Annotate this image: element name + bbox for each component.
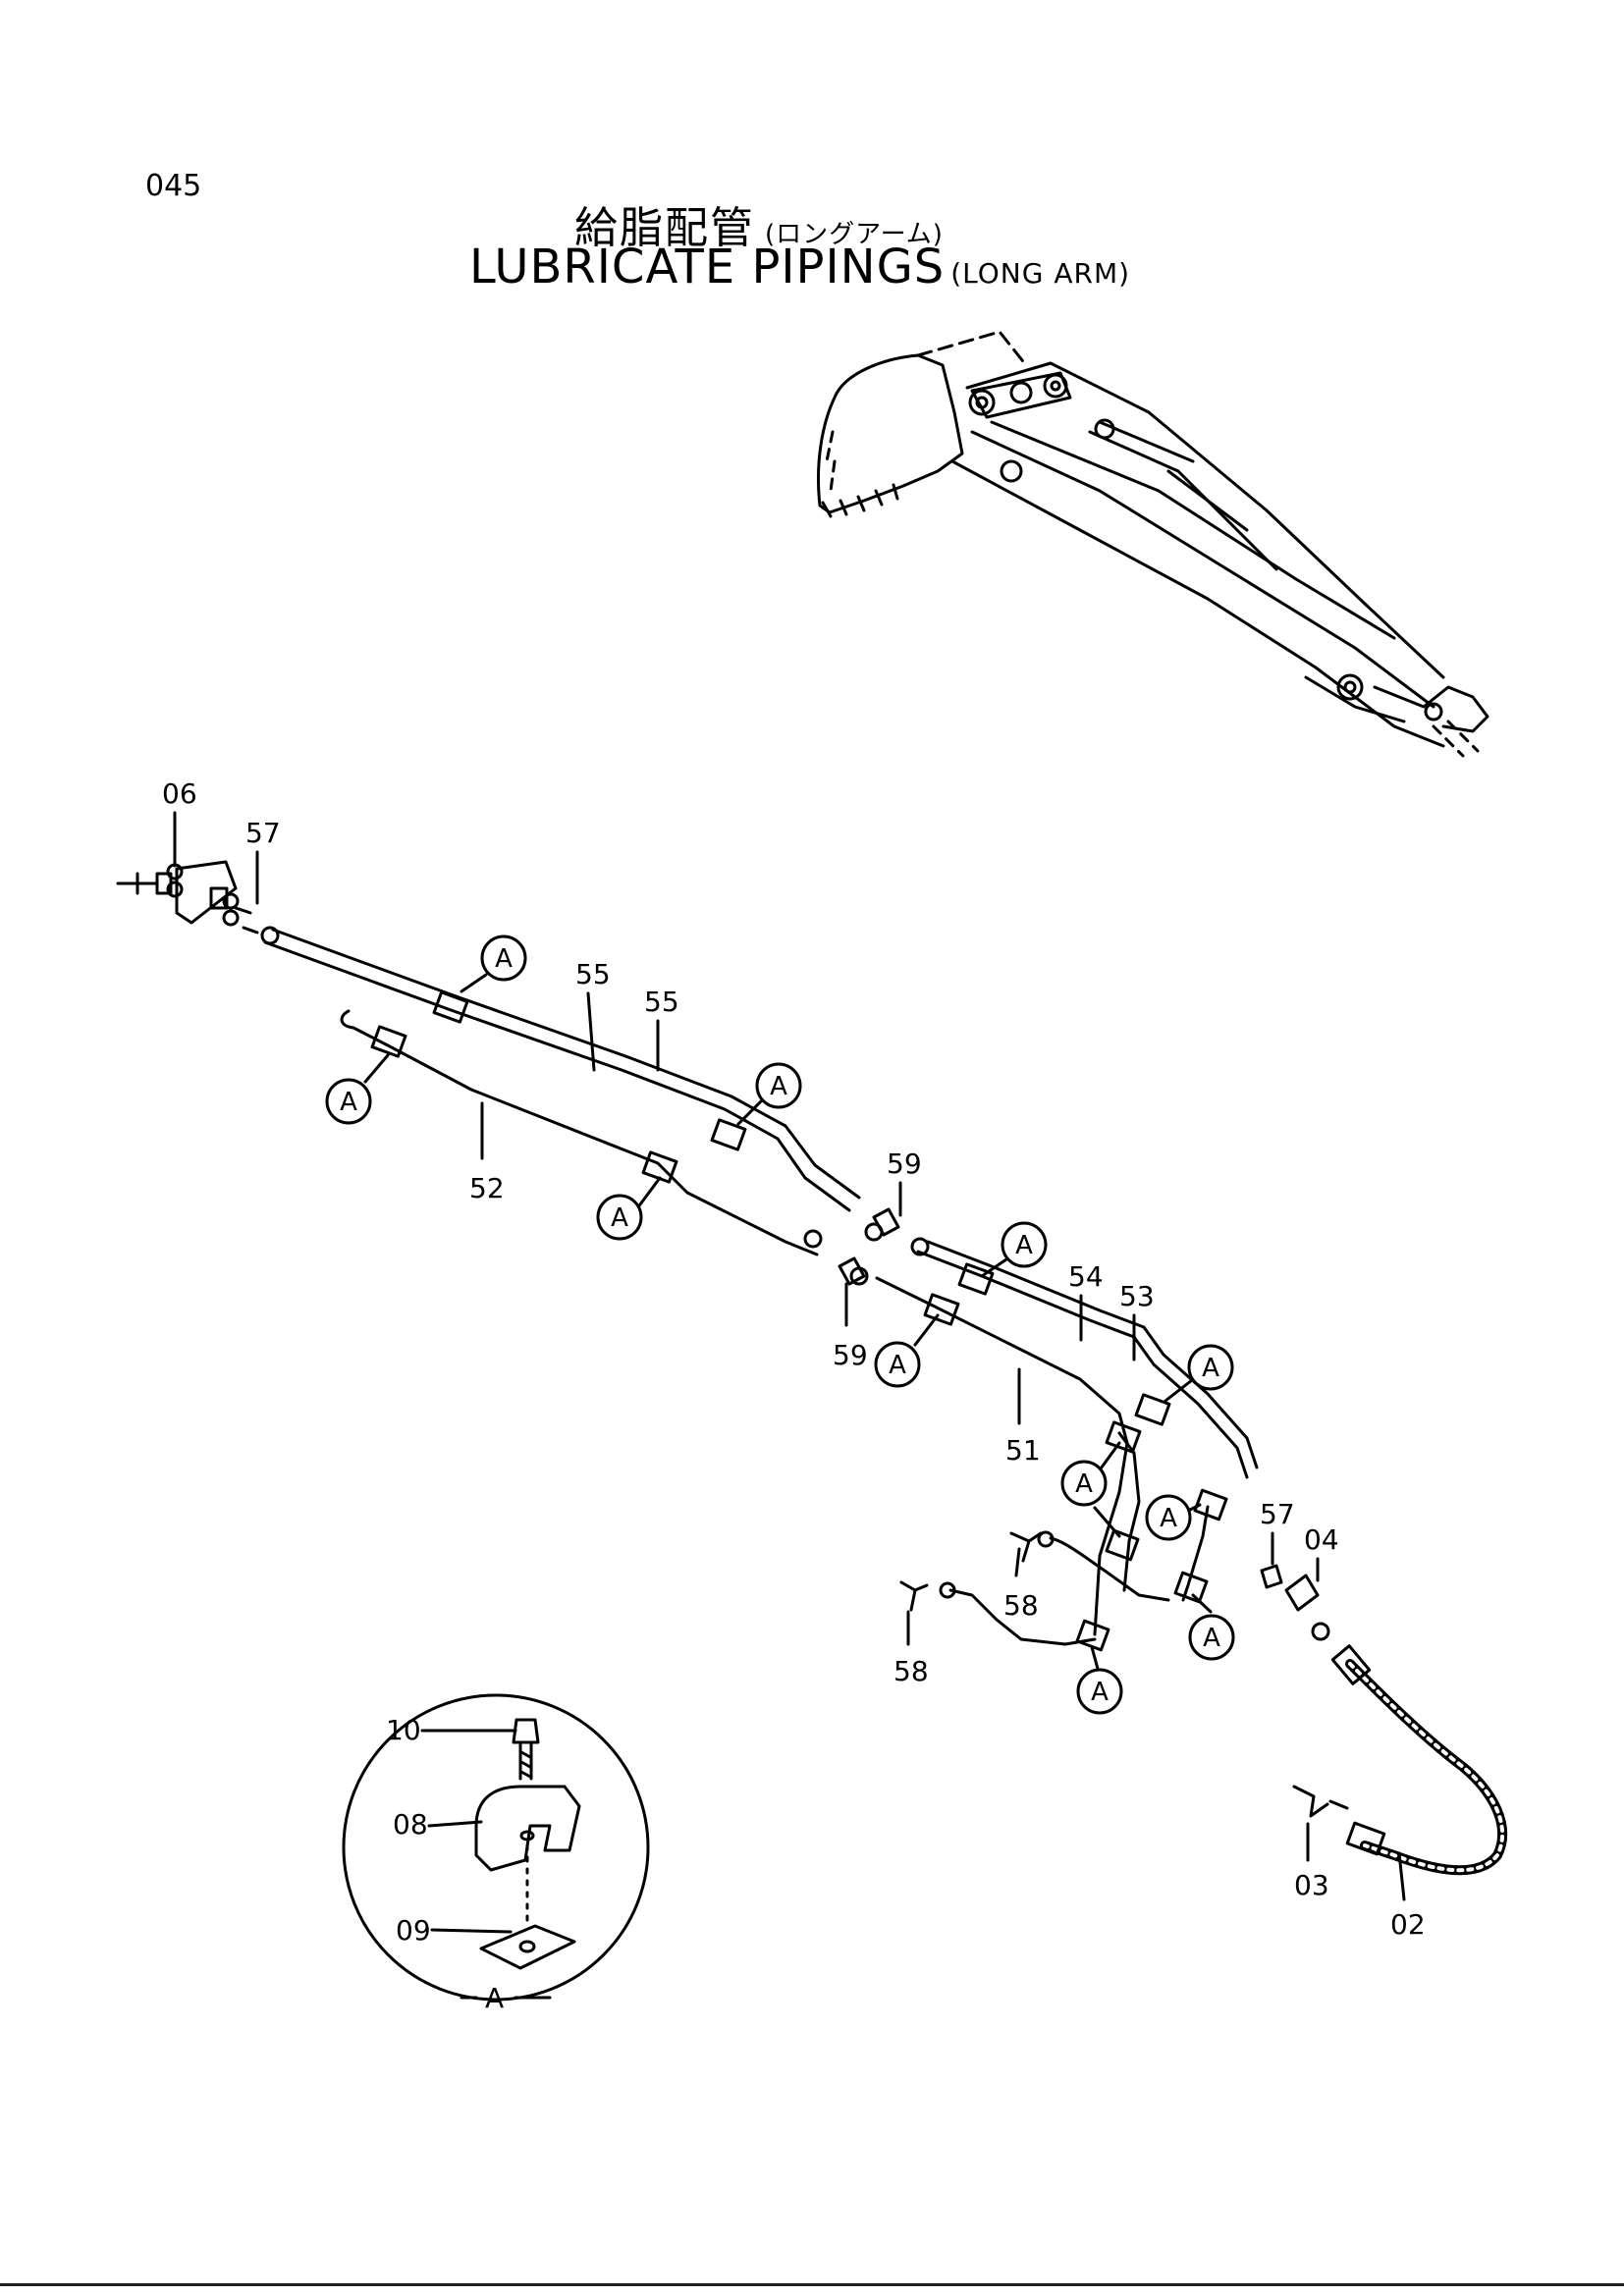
label-02: 02 — [1390, 1908, 1426, 1941]
label-54: 54 — [1068, 1260, 1104, 1293]
fittings — [116, 860, 1386, 1856]
label-52: 52 — [469, 1172, 505, 1204]
callout-a-label-1: A — [495, 944, 513, 974]
callout-a-label-11: A — [1091, 1678, 1109, 1707]
callout-a-circle-6 — [874, 1341, 921, 1388]
callout-a-label-10: A — [1203, 1624, 1220, 1653]
label-08: 08 — [393, 1808, 428, 1841]
arm-illustration — [817, 330, 1489, 758]
callout-a-circle-3 — [755, 1062, 802, 1109]
page-bottom-rule — [0, 2283, 1624, 2286]
callout-a-circle-10 — [1188, 1614, 1235, 1661]
callout-a-circle-2 — [325, 1078, 372, 1125]
callout-a-circle-7 — [1187, 1344, 1234, 1391]
label-59-bottom: 59 — [833, 1339, 868, 1371]
label-59-top: 59 — [887, 1148, 922, 1180]
callout-a-label-9: A — [1160, 1504, 1177, 1533]
callout-a-circle-1 — [480, 934, 527, 982]
callout-a-label-2: A — [340, 1088, 357, 1117]
callout-a-circle-9 — [1145, 1494, 1192, 1541]
callout-a-label-7: A — [1202, 1354, 1219, 1383]
clamps — [370, 990, 1228, 1652]
label-09: 09 — [396, 1914, 431, 1947]
callout-a-label-8: A — [1075, 1469, 1093, 1499]
callout-a-label-6: A — [889, 1351, 906, 1380]
pipe-runs — [263, 928, 1507, 1876]
part-labels: 06 57 55 55 52 59 59 54 53 51 57 04 58 5… — [162, 777, 1426, 2014]
label-04: 04 — [1304, 1523, 1339, 1556]
label-57-top: 57 — [245, 817, 281, 849]
label-55-a: 55 — [575, 958, 611, 990]
title-jp-main: 給脂配管 — [574, 203, 755, 253]
callout-a-circle-8 — [1060, 1460, 1108, 1507]
detail-a — [342, 1693, 650, 2002]
label-58-left: 58 — [893, 1655, 929, 1687]
label-10: 10 — [386, 1714, 421, 1746]
label-53: 53 — [1119, 1280, 1155, 1312]
label-55-b: 55 — [644, 986, 679, 1018]
callout-a-circle-4 — [596, 1194, 643, 1241]
label-57-bottom: 57 — [1260, 1498, 1295, 1530]
label-51: 51 — [1005, 1434, 1041, 1467]
detail-a-label: A — [485, 1982, 504, 2014]
callouts: A A A A A A A A A A A — [325, 934, 1235, 1715]
page-number: 045 — [145, 169, 202, 203]
title-jp-sub: (ロングアーム) — [765, 220, 944, 249]
callout-a-circle-5 — [1001, 1221, 1048, 1268]
callout-a-label-4: A — [611, 1203, 628, 1233]
title-japanese: 給脂配管 (ロングアーム) — [574, 192, 944, 255]
label-03: 03 — [1294, 1869, 1329, 1901]
label-58-right: 58 — [1003, 1589, 1039, 1622]
callout-a-label-3: A — [770, 1072, 787, 1101]
callout-a-circle-11 — [1076, 1668, 1123, 1715]
callout-a-label-5: A — [1015, 1231, 1033, 1260]
leader-lines — [173, 811, 1406, 1901]
title-en-sub: (LONG ARM) — [950, 257, 1131, 290]
title-en-main: LUBRICATE PIPINGS — [469, 240, 946, 294]
label-06: 06 — [162, 777, 197, 810]
title-english: LUBRICATE PIPINGS(LONG ARM) — [469, 240, 1130, 294]
